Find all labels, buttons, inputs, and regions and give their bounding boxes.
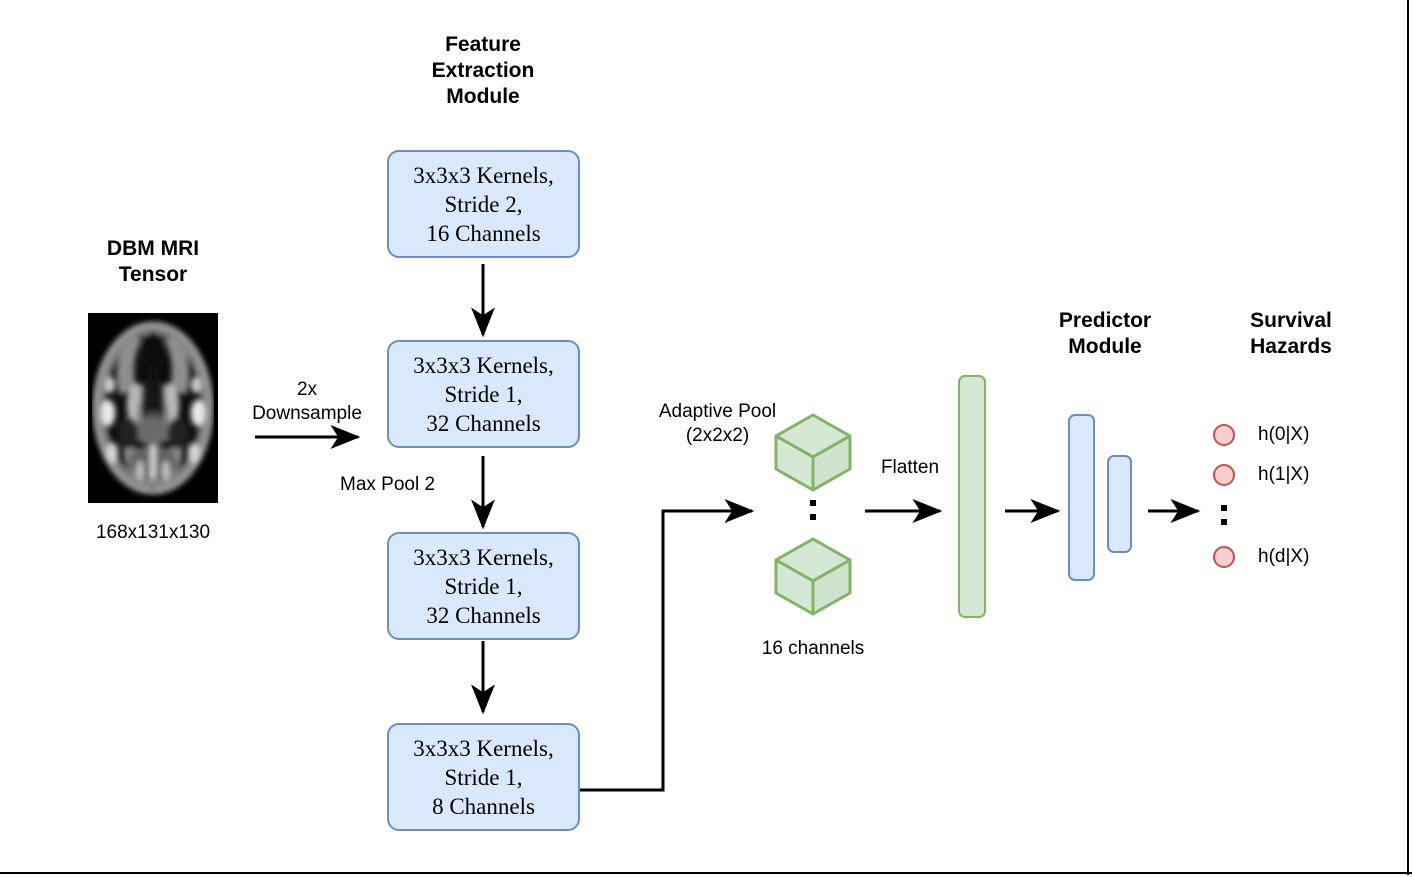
predictor-layer-1 — [1068, 414, 1095, 581]
conv-block-4[interactable]: 3x3x3 Kernels, Stride 1, 8 Channels — [387, 723, 580, 831]
conv-block-3[interactable]: 3x3x3 Kernels, Stride 1, 32 Channels — [387, 532, 580, 640]
label-16-channels: 16 channels — [761, 638, 865, 659]
predictor-layer-2 — [1107, 455, 1132, 553]
frame-right-border — [1407, 0, 1409, 875]
heading-feature-extraction-module: Feature Extraction Module — [431, 33, 535, 108]
feature-cube-bottom — [774, 537, 852, 616]
hazard-label-d: h(d|X) — [1258, 546, 1310, 567]
heading-predictor-module: Predictor Module — [1058, 309, 1152, 358]
label-2x-downsample: 2x Downsample — [252, 379, 362, 424]
flatten-vector-bar — [958, 375, 986, 618]
cube-ellipsis — [810, 500, 816, 520]
arrow-conv4-pool — [580, 499, 755, 792]
hazard-label-0: h(0|X) — [1258, 424, 1310, 445]
conv-block-2[interactable]: 3x3x3 Kernels, Stride 1, 32 Channels — [387, 340, 580, 448]
hazard-label-1: h(1|X) — [1258, 464, 1310, 485]
heading-survival-hazards: Survival Hazards — [1250, 309, 1332, 358]
conv-block-1[interactable]: 3x3x3 Kernels, Stride 2, 16 Channels — [387, 150, 580, 258]
label-flatten: Flatten — [880, 457, 940, 478]
hazard-ellipsis — [1221, 505, 1227, 525]
hazard-node-d — [1213, 546, 1235, 568]
hazard-node-0 — [1213, 424, 1235, 446]
dbm-mri-image — [88, 313, 218, 503]
label-adaptive-pool: Adaptive Pool (2x2x2) — [658, 401, 777, 446]
heading-dbm-mri-tensor: DBM MRI Tensor — [106, 237, 200, 286]
hazard-node-1 — [1213, 464, 1235, 486]
frame-bottom-border — [0, 872, 1412, 874]
input-dimensions-label: 168x131x130 — [95, 522, 211, 543]
label-max-pool-2: Max Pool 2 — [340, 474, 436, 495]
